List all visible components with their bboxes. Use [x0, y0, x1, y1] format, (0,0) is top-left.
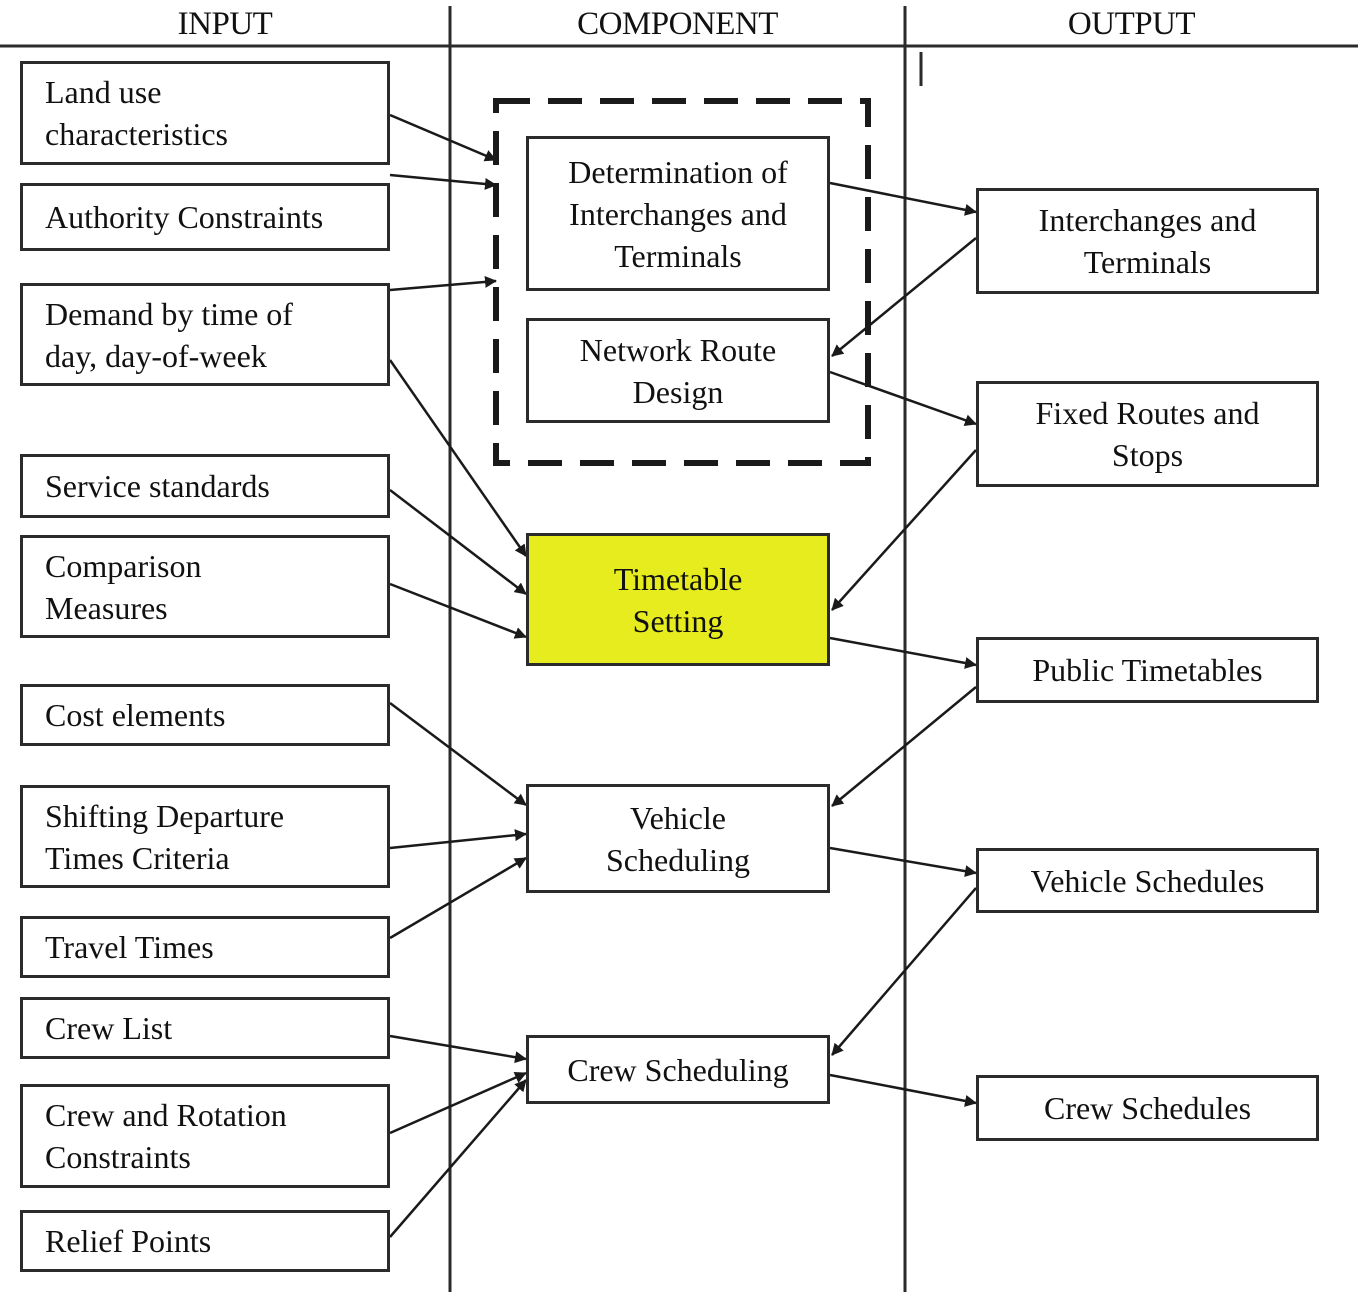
arrow-network-to-routes: [829, 370, 977, 426]
header-component: COMPONENT: [577, 6, 778, 42]
input-demand-label: Demand by time of day, day-of-week: [45, 295, 293, 374]
arrow-shifting-to-vehicle: [389, 829, 527, 850]
input-relief-points: Relief Points: [20, 1210, 390, 1272]
component-timetable-setting-label: Timetable Setting: [613, 560, 743, 639]
arrow-timetable-to-public: [829, 636, 977, 669]
input-shifting-departure-label: Shifting Departure Times Criteria: [45, 797, 285, 876]
input-land-use: Land use characteristics: [20, 61, 390, 165]
output-fixed-routes: Fixed Routes and Stops: [976, 381, 1319, 487]
input-travel-times: Travel Times: [20, 916, 390, 978]
component-crew-scheduling-label: Crew Scheduling: [567, 1051, 789, 1088]
output-public-timetables: Public Timetables: [976, 637, 1319, 703]
input-cost-elements: Cost elements: [20, 684, 390, 746]
component-vehicle-scheduling-label: Vehicle Scheduling: [606, 799, 750, 878]
input-comparison-measures: Comparison Measures: [20, 535, 390, 638]
input-crew-rotation: Crew and Rotation Constraints: [20, 1084, 390, 1188]
planning-group-dashed-border: [493, 98, 871, 466]
arrow-interchanges-to-output: [829, 181, 977, 216]
component-interchanges: Determination of Interchanges and Termin…: [526, 136, 830, 291]
arrow-routes-to-timetable: [831, 449, 977, 611]
component-crew-scheduling: Crew Scheduling: [526, 1035, 830, 1104]
input-cost-elements-label: Cost elements: [45, 697, 226, 733]
arrow-travel-to-vehicle: [389, 856, 527, 940]
input-comparison-measures-label: Comparison Measures: [45, 547, 202, 626]
input-shifting-departure: Shifting Departure Times Criteria: [20, 785, 390, 888]
component-timetable-setting: Timetable Setting: [526, 533, 830, 666]
arrow-comparison-to-timetable: [389, 582, 527, 639]
input-authority-constraints-label: Authority Constraints: [45, 199, 324, 235]
arrow-authority-to-group: [389, 173, 497, 190]
output-vehicle-schedules: Vehicle Schedules: [976, 848, 1319, 913]
arrow-vehicle-schedules-to-crew: [831, 887, 977, 1056]
input-crew-list-label: Crew List: [45, 1010, 173, 1046]
output-crew-schedules-label: Crew Schedules: [1043, 1090, 1252, 1126]
arrow-crew-rotation-to-crew: [389, 1071, 527, 1135]
input-relief-points-label: Relief Points: [45, 1223, 212, 1259]
output-public-timetables-label: Public Timetables: [1032, 652, 1263, 688]
input-crew-rotation-label: Crew and Rotation Constraints: [45, 1097, 287, 1175]
output-interchanges-label: Interchanges and Terminals: [1038, 202, 1257, 280]
header-output: OUTPUT: [1067, 6, 1196, 42]
component-network-route: Network Route Design: [526, 318, 830, 423]
output-crew-schedules: Crew Schedules: [976, 1075, 1319, 1141]
component-network-route-label: Network Route Design: [579, 331, 777, 410]
header-input: INPUT: [177, 6, 273, 42]
arrow-land-use-to-group: [389, 113, 497, 162]
input-authority-constraints: Authority Constraints: [20, 183, 390, 251]
output-vehicle-schedules-label: Vehicle Schedules: [1030, 862, 1265, 899]
arrow-crew-list-to-crew: [389, 1034, 527, 1064]
component-vehicle-scheduling: Vehicle Scheduling: [526, 784, 830, 893]
input-service-standards: Service standards: [20, 454, 390, 518]
arrow-cost-to-vehicle: [389, 702, 527, 806]
input-land-use-label: Land use characteristics: [45, 74, 228, 152]
arrow-service-to-timetable: [389, 489, 527, 595]
arrow-interchanges-output-to-network: [831, 237, 977, 357]
arrow-demand-to-group: [389, 275, 497, 292]
arrow-demand-to-timetable: [388, 359, 528, 557]
arrow-relief-to-crew: [389, 1079, 527, 1238]
output-interchanges: Interchanges and Terminals: [976, 188, 1319, 294]
output-fixed-routes-label: Fixed Routes and Stops: [1035, 395, 1260, 473]
input-travel-times-label: Travel Times: [45, 929, 214, 965]
input-crew-list: Crew List: [20, 997, 390, 1059]
input-demand: Demand by time of day, day-of-week: [20, 283, 390, 386]
arrow-public-to-vehicle: [831, 686, 977, 807]
component-interchanges-label: Determination of Interchanges and Termin…: [568, 153, 788, 274]
arrow-crew-to-schedules: [829, 1073, 977, 1107]
input-service-standards-label: Service standards: [45, 468, 270, 504]
arrow-vehicle-to-schedules: [829, 846, 977, 878]
